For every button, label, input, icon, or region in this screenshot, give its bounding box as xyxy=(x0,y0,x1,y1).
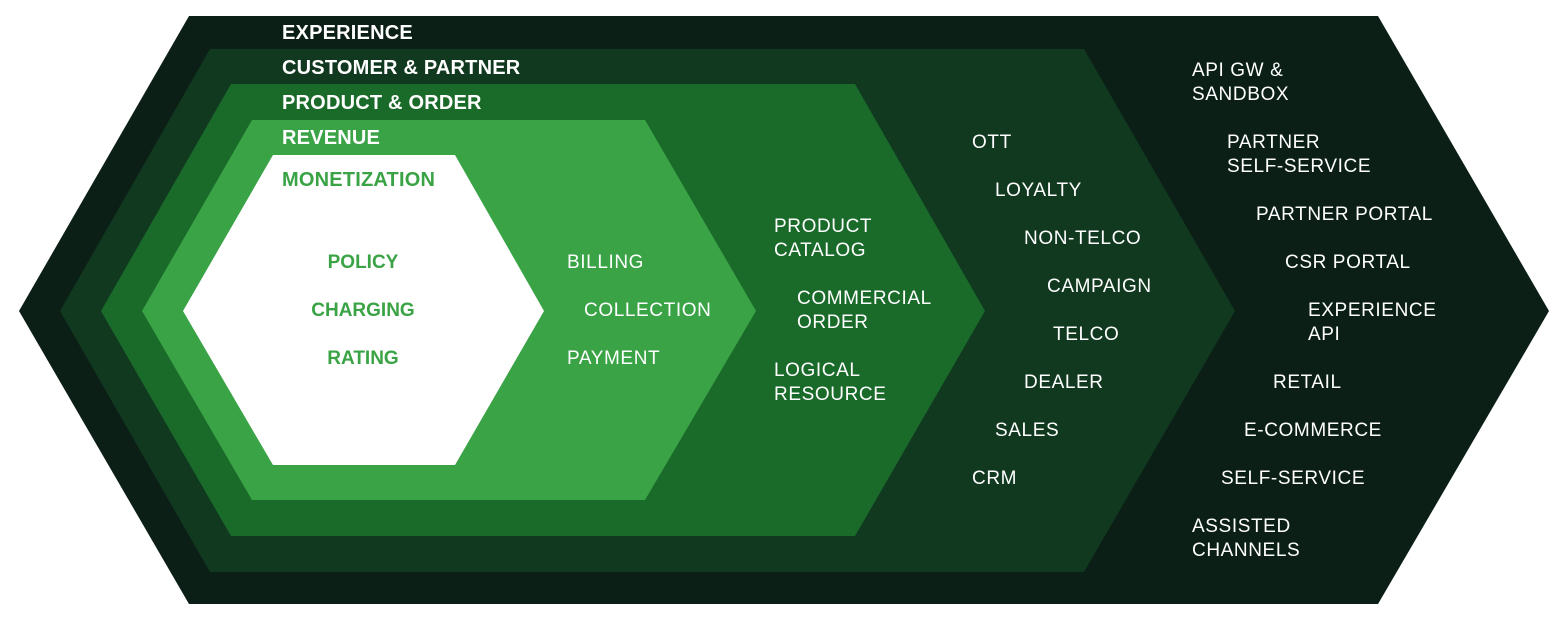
experience-item: API GW & SANDBOX xyxy=(1192,60,1289,105)
revenue-layer-title: REVENUE xyxy=(282,127,380,149)
customer-partner-item: LOYALTY xyxy=(995,180,1082,201)
experience-item: SELF-SERVICE xyxy=(1221,468,1365,489)
experience-item: PARTNER PORTAL xyxy=(1256,204,1433,225)
customer-partner-item: NON-TELCO xyxy=(1024,228,1141,249)
customer-partner-item: DEALER xyxy=(1024,372,1104,393)
customer-partner-item: SALES xyxy=(995,420,1059,441)
customer-partner-item: OTT xyxy=(972,132,1012,153)
customer-partner-layer-title: CUSTOMER & PARTNER xyxy=(282,57,521,79)
experience-item: RETAIL xyxy=(1273,372,1342,393)
monetization-layer-title: MONETIZATION xyxy=(282,169,435,191)
revenue-item: PAYMENT xyxy=(567,348,660,369)
experience-layer-title: EXPERIENCE xyxy=(282,22,413,44)
experience-item: E-COMMERCE xyxy=(1244,420,1382,441)
monetization-item: RATING xyxy=(327,348,398,369)
revenue-item: COLLECTION xyxy=(584,300,711,321)
customer-partner-item: CAMPAIGN xyxy=(1047,276,1152,297)
customer-partner-item: CRM xyxy=(972,468,1017,489)
customer-partner-item: TELCO xyxy=(1053,324,1119,345)
experience-item: EXPERIENCE API xyxy=(1308,300,1442,345)
experience-item: CSR PORTAL xyxy=(1285,252,1411,273)
product-order-item: LOGICAL RESOURCE xyxy=(774,360,886,405)
product-order-layer-title: PRODUCT & ORDER xyxy=(282,92,482,114)
product-order-item: COMMERCIAL ORDER xyxy=(797,288,937,333)
product-order-item: PRODUCT CATALOG xyxy=(774,216,878,261)
experience-item: PARTNER SELF-SERVICE xyxy=(1227,132,1371,177)
monetization-item: CHARGING xyxy=(311,300,414,321)
experience-item: ASSISTED CHANNELS xyxy=(1192,516,1300,561)
revenue-item: BILLING xyxy=(567,252,644,273)
monetization-layer-shape xyxy=(183,155,544,465)
monetization-item: POLICY xyxy=(328,252,399,273)
